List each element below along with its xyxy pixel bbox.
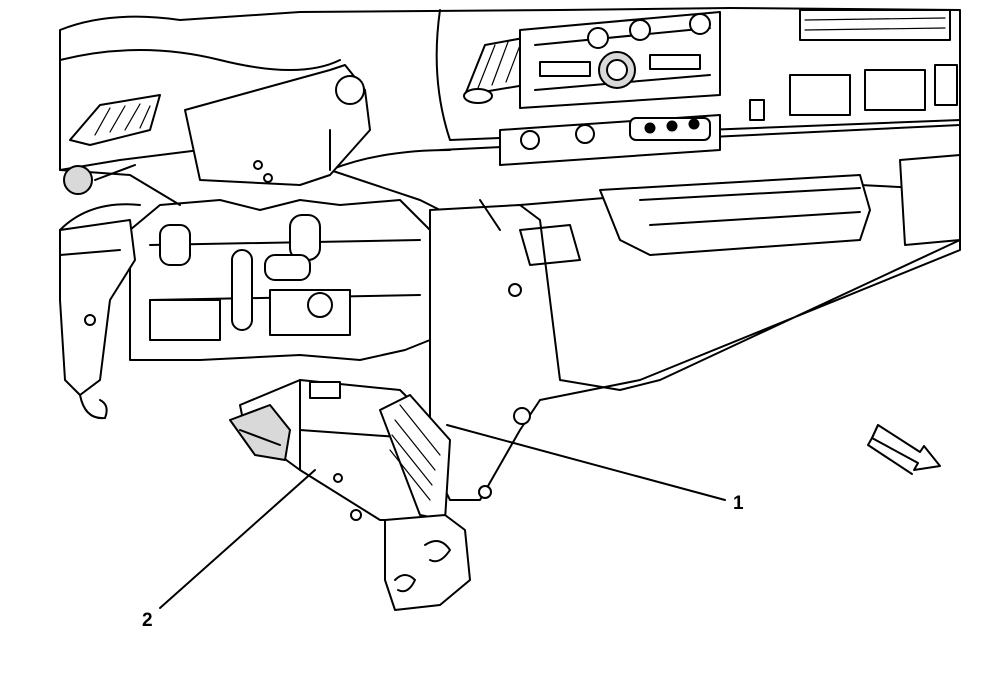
front-direction-arrow-icon: [867, 424, 941, 475]
dash-right-details: [789, 9, 958, 116]
radio-control-head: [519, 11, 721, 109]
lower-fitting: [384, 514, 471, 611]
steering-column-bracket: [184, 64, 371, 186]
callout-label-1: 1: [733, 493, 744, 514]
callout-1-leader: [446, 424, 726, 501]
left-side-brace: [59, 219, 136, 420]
left-dash-contour: [59, 164, 181, 231]
glove-box-area: [599, 154, 961, 256]
connector-block: [379, 394, 451, 521]
callout-label-2: 2: [142, 610, 153, 631]
switch-bank: [499, 99, 765, 166]
lower-support-panel: [429, 199, 961, 501]
callout-2-leader: [159, 469, 316, 609]
air-vent-left: [69, 94, 161, 146]
bracket-assembly: [129, 199, 431, 361]
